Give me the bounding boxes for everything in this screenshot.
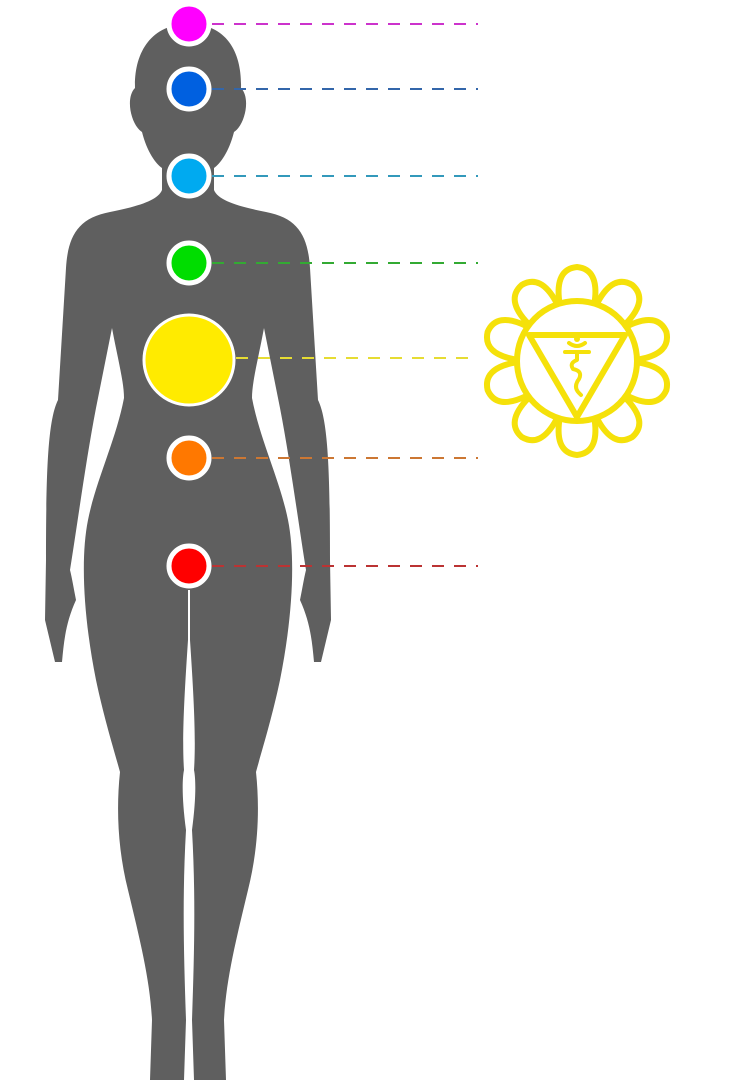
throat-chakra-dot — [166, 153, 212, 199]
lotus-petal — [594, 395, 643, 444]
lotus-petals — [483, 264, 671, 458]
sacral-chakra-dot — [166, 435, 212, 481]
bija-glyph — [563, 336, 591, 397]
bija-dot — [574, 336, 580, 342]
heart-chakra-dot — [166, 240, 212, 286]
bija-crescent — [567, 341, 587, 348]
third-eye-chakra-dot — [166, 66, 212, 112]
lotus-petal — [483, 317, 529, 363]
lotus-petal — [555, 264, 599, 305]
crown-chakra-dot — [166, 1, 212, 47]
lotus-petal — [555, 417, 599, 458]
lotus-petal — [625, 317, 671, 363]
lotus-petal — [483, 359, 529, 405]
bija-stroke — [569, 350, 583, 397]
lotus-petal — [625, 359, 671, 405]
lotus-petal — [511, 395, 560, 444]
chakra-points — [142, 1, 236, 589]
leader-lines — [212, 23, 478, 567]
root-chakra-dot — [166, 543, 212, 589]
symbol-inner-circle — [514, 298, 640, 424]
lotus-petal — [511, 278, 560, 327]
downward-triangle — [526, 332, 628, 420]
lotus-petal — [594, 278, 643, 327]
solar-plexus-symbol — [483, 264, 671, 458]
solar-plexus-chakra-dot — [142, 313, 236, 407]
